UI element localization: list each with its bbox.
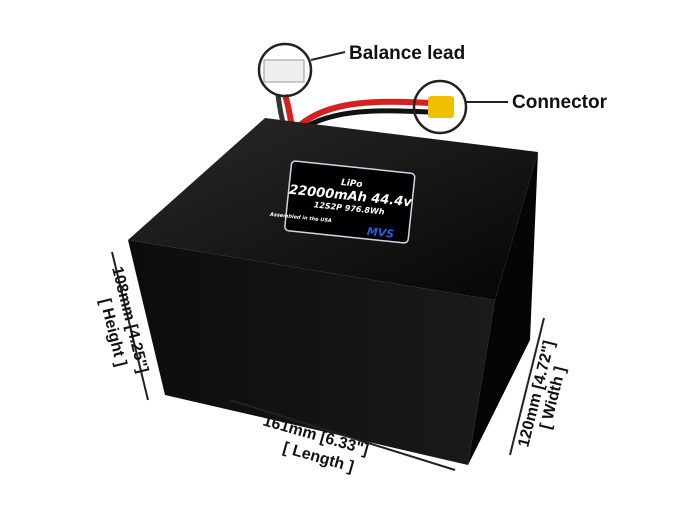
battery-side-face <box>468 152 538 465</box>
brand-logo: MVS <box>366 225 395 241</box>
balance-lead-label: Balance lead <box>349 43 465 64</box>
balance-lead-circle <box>257 42 313 98</box>
battery-front-face <box>128 240 495 465</box>
svg-text:LiPo: LiPo <box>340 178 363 190</box>
battery-label: LiPo 22000mAh 44.4v 12S2P 976.8Wh Assemb… <box>269 160 416 244</box>
balance-plug <box>263 59 305 83</box>
xt-connector <box>428 96 454 118</box>
dimension-arrows <box>111 251 545 471</box>
connector-label: Connector <box>512 92 608 113</box>
connector-circle <box>412 79 468 135</box>
